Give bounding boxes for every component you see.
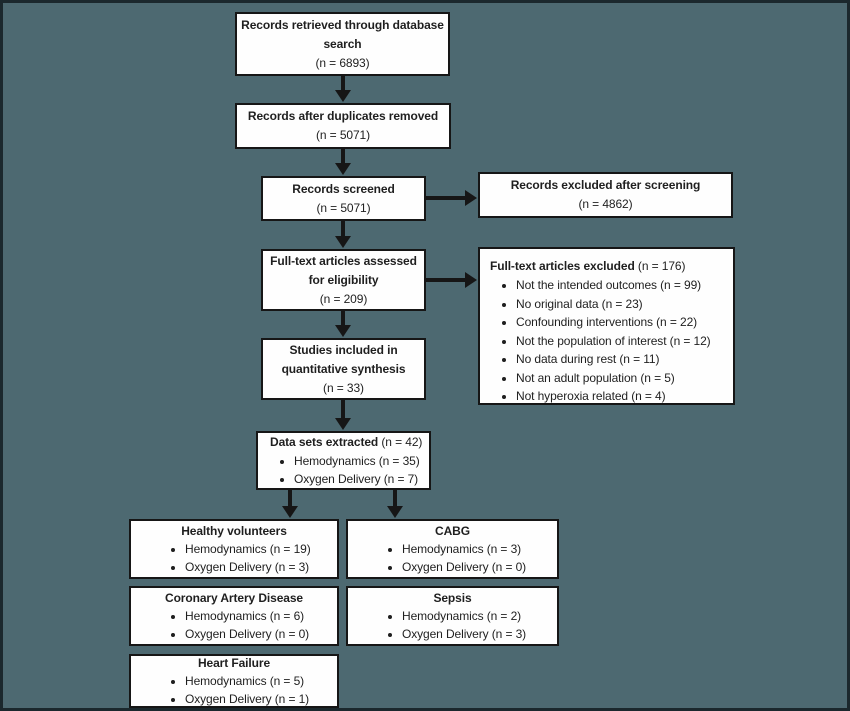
box-count: (n = 33) (323, 380, 364, 395)
box-title: Records screened (292, 181, 395, 196)
arrow-deduplicated-to-screened (335, 149, 351, 175)
box-title: Full-text articles assessed for eligibil… (270, 253, 417, 287)
arrow-retrieved-to-deduplicated (335, 76, 351, 102)
box-records-excluded-after-screening: Records excluded after screening (n = 48… (478, 172, 733, 218)
exclusion-reason: Not an adult population (n = 5) (516, 369, 729, 388)
group-items-list: Hemodynamics (n = 6) Oxygen Delivery (n … (133, 607, 335, 643)
dataset-item: Oxygen Delivery (n = 7) (294, 470, 427, 488)
group-items-list: Hemodynamics (n = 5) Oxygen Delivery (n … (133, 672, 335, 706)
box-records-screened: Records screened (n = 5071) (261, 176, 426, 221)
box-datasets-extracted: Data sets extracted (n = 42) Hemodynamic… (256, 431, 431, 490)
dataset-items-list: Hemodynamics (n = 35) Oxygen Delivery (n… (270, 452, 427, 489)
box-fulltext-excluded: Full-text articles excluded (n = 176) No… (478, 247, 735, 405)
group-item: Oxygen Delivery (n = 3) (402, 625, 555, 643)
group-item: Hemodynamics (n = 3) (402, 540, 555, 558)
box-group-cabg: CABG Hemodynamics (n = 3) Oxygen Deliver… (346, 519, 559, 579)
group-item: Hemodynamics (n = 2) (402, 607, 555, 625)
group-items-list: Hemodynamics (n = 19) Oxygen Delivery (n… (133, 540, 335, 576)
group-item: Oxygen Delivery (n = 0) (402, 558, 555, 576)
arrow-fulltext-to-included (335, 311, 351, 337)
group-item: Oxygen Delivery (n = 3) (185, 558, 335, 576)
dataset-item: Hemodynamics (n = 35) (294, 452, 427, 471)
box-count: (n = 42) (381, 434, 423, 449)
arrow-screened-to-fulltext (335, 221, 351, 248)
group-title: Heart Failure (197, 656, 271, 670)
box-count: (n = 4862) (578, 197, 633, 211)
arrow-datasets-to-left-groups (282, 490, 298, 518)
arrow-included-to-datasets (335, 400, 351, 430)
group-title: Sepsis (433, 591, 472, 605)
group-title: CABG (435, 524, 470, 538)
arrow-screened-to-excluded (426, 190, 477, 206)
box-fulltext-assessed: Full-text articles assessed for eligibil… (261, 249, 426, 311)
box-count: (n = 209) (319, 291, 368, 306)
box-title: Full-text articles excluded (490, 259, 635, 273)
exclusion-reason: Not the population of interest (n = 12) (516, 332, 729, 351)
exclusion-reason: Not the intended outcomes (n = 99) (516, 276, 729, 295)
box-heading: Full-text articles excluded (n = 176) (490, 256, 729, 276)
box-title: Records retrieved through database searc… (241, 17, 444, 51)
group-title: Coronary Artery Disease (165, 591, 303, 605)
exclusion-reasons-list: Not the intended outcomes (n = 99) No or… (490, 276, 729, 403)
box-group-coronary-artery-disease: Coronary Artery Disease Hemodynamics (n … (129, 586, 339, 646)
box-group-healthy-volunteers: Healthy volunteers Hemodynamics (n = 19)… (129, 519, 339, 579)
group-item: Hemodynamics (n = 6) (185, 607, 335, 625)
exclusion-reason: Not hyperoxia related (n = 4) (516, 387, 729, 403)
box-title: Records excluded after screening (510, 178, 701, 192)
arrow-fulltext-to-excluded (426, 272, 477, 288)
box-records-retrieved: Records retrieved through database searc… (235, 12, 450, 76)
group-item: Oxygen Delivery (n = 0) (185, 625, 335, 643)
group-items-list: Hemodynamics (n = 3) Oxygen Delivery (n … (350, 540, 555, 576)
box-count: (n = 6893) (315, 55, 370, 70)
group-item: Hemodynamics (n = 19) (185, 540, 335, 558)
box-group-sepsis: Sepsis Hemodynamics (n = 2) Oxygen Deliv… (346, 586, 559, 646)
exclusion-reason: Confounding interventions (n = 22) (516, 313, 729, 332)
group-item: Hemodynamics (n = 5) (185, 672, 335, 690)
box-duplicates-removed: Records after duplicates removed (n = 50… (235, 103, 451, 149)
group-items-list: Hemodynamics (n = 2) Oxygen Delivery (n … (350, 607, 555, 643)
group-item: Oxygen Delivery (n = 1) (185, 690, 335, 706)
exclusion-reason: No data during rest (n = 11) (516, 350, 729, 369)
box-title: Studies included in quantitative synthes… (281, 342, 406, 376)
exclusion-reason: No original data (n = 23) (516, 295, 729, 314)
group-title: Healthy volunteers (181, 524, 287, 538)
box-heading: Data sets extracted (n = 42) (270, 433, 427, 452)
box-studies-included: Studies included in quantitative synthes… (261, 338, 426, 400)
box-title: Data sets extracted (270, 434, 379, 449)
arrow-datasets-to-right-groups (387, 490, 403, 518)
box-count: (n = 176) (637, 259, 686, 273)
box-group-heart-failure: Heart Failure Hemodynamics (n = 5) Oxyge… (129, 654, 339, 708)
box-count: (n = 5071) (315, 128, 371, 142)
box-count: (n = 5071) (316, 200, 371, 215)
box-title: Records after duplicates removed (247, 109, 439, 123)
